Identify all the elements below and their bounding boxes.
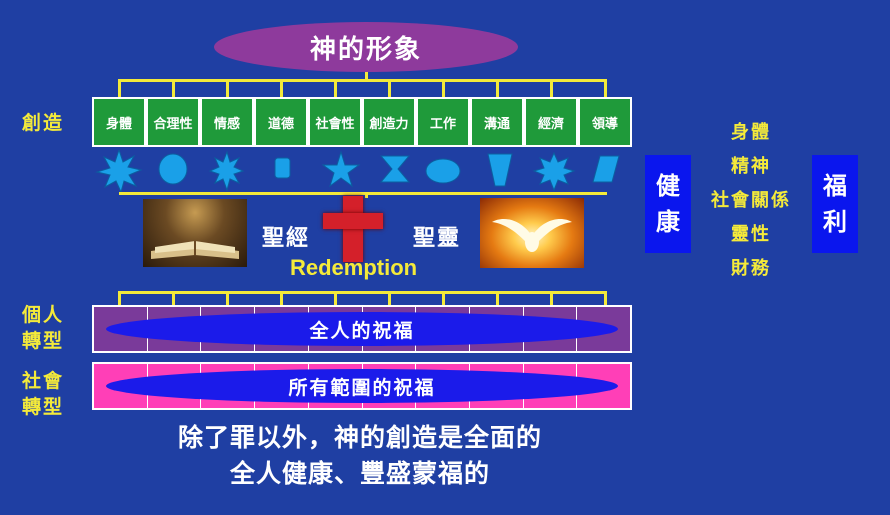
- connector-tick: [604, 79, 607, 97]
- dove-image: [480, 198, 584, 268]
- category-communication: 溝通: [470, 97, 524, 147]
- small-burst-shape-icon: [208, 150, 245, 192]
- image-of-god-title: 神的形象: [214, 22, 518, 72]
- category-body: 身體: [92, 97, 146, 147]
- star-shape-icon: [321, 150, 361, 188]
- connector-tick: [496, 291, 499, 305]
- all-spheres-blessing: 所有範圍的祝福: [106, 369, 618, 403]
- social-blessing-band: 所有範圍的祝福: [92, 362, 632, 410]
- category-work: 工作: [416, 97, 470, 147]
- connector-tick: [226, 291, 229, 305]
- shape-row: [95, 150, 620, 192]
- wellness-item: 身體: [731, 122, 771, 143]
- cross-bar: [323, 213, 383, 229]
- category-row: 身體 合理性 情感 道德 社會性 創造力 工作 溝通 經濟 領導: [92, 97, 632, 147]
- connector-tick: [172, 291, 175, 305]
- connector-tick: [118, 79, 121, 97]
- hourglass-shape-icon: [379, 155, 411, 183]
- connector-tick: [118, 291, 121, 305]
- category-emotion: 情感: [200, 97, 254, 147]
- category-rationality: 合理性: [146, 97, 200, 147]
- wellness-item: 社會關係: [711, 190, 791, 211]
- category-morality: 道德: [254, 97, 308, 147]
- connector-tick: [604, 291, 607, 305]
- connector-tick: [442, 291, 445, 305]
- connector-tick: [496, 79, 499, 97]
- connector-tick: [388, 291, 391, 305]
- redemption-label: Redemption: [290, 255, 418, 280]
- cross-icon: [343, 196, 363, 262]
- wellness-item: 財務: [731, 258, 771, 279]
- bible-image: [143, 199, 247, 267]
- connector-tick: [280, 79, 283, 97]
- connector-top-vertical: [365, 72, 368, 80]
- category-leadership: 領導: [578, 97, 632, 147]
- category-creativity: 創造力: [362, 97, 416, 147]
- burst-shape-icon: [95, 150, 143, 192]
- social-transformation-label: 社會 轉型: [22, 370, 65, 418]
- bible-label: 聖經: [262, 226, 311, 251]
- circle-shape-icon: [158, 153, 188, 185]
- connector-mid-bar: [119, 192, 607, 195]
- connector-bottom-bar: [119, 291, 607, 294]
- whole-person-blessing: 全人的祝福: [106, 312, 618, 346]
- connector-top-bar: [119, 79, 607, 82]
- connector-tick: [550, 79, 553, 97]
- holy-spirit-label: 聖靈: [413, 226, 462, 251]
- connector-tick: [550, 291, 553, 305]
- rounded-square-shape-icon: [274, 157, 291, 179]
- creation-label: 創造: [22, 112, 65, 134]
- wellness-item: 精神: [731, 156, 771, 177]
- connector-tick: [334, 79, 337, 97]
- connector-tick: [334, 291, 337, 305]
- connector-tick: [226, 79, 229, 97]
- personal-transformation-label: 個人 轉型: [22, 304, 65, 352]
- trapezoid-shape-icon: [487, 153, 513, 187]
- connector-tick: [172, 79, 175, 97]
- welfare-box: 福 利: [812, 155, 858, 253]
- connector-mid-vertical: [365, 192, 368, 198]
- personal-blessing-band: 全人的祝福: [92, 305, 632, 353]
- starburst-shape-icon: [532, 151, 576, 192]
- connector-tick: [442, 79, 445, 97]
- ellipse-shape-icon: [425, 158, 461, 184]
- category-sociality: 社會性: [308, 97, 362, 147]
- health-box: 健 康: [645, 155, 691, 253]
- connector-tick: [280, 291, 283, 305]
- category-economy: 經濟: [524, 97, 578, 147]
- wellness-item: 靈性: [731, 224, 771, 245]
- wellness-list: 身體 精神 社會關係 靈性 財務: [695, 116, 807, 286]
- conclusion-text: 除了罪以外，神的創造是全面的 全人健康、豐盛蒙福的: [177, 423, 542, 488]
- parallelogram-shape-icon: [592, 155, 620, 183]
- connector-tick: [388, 79, 391, 97]
